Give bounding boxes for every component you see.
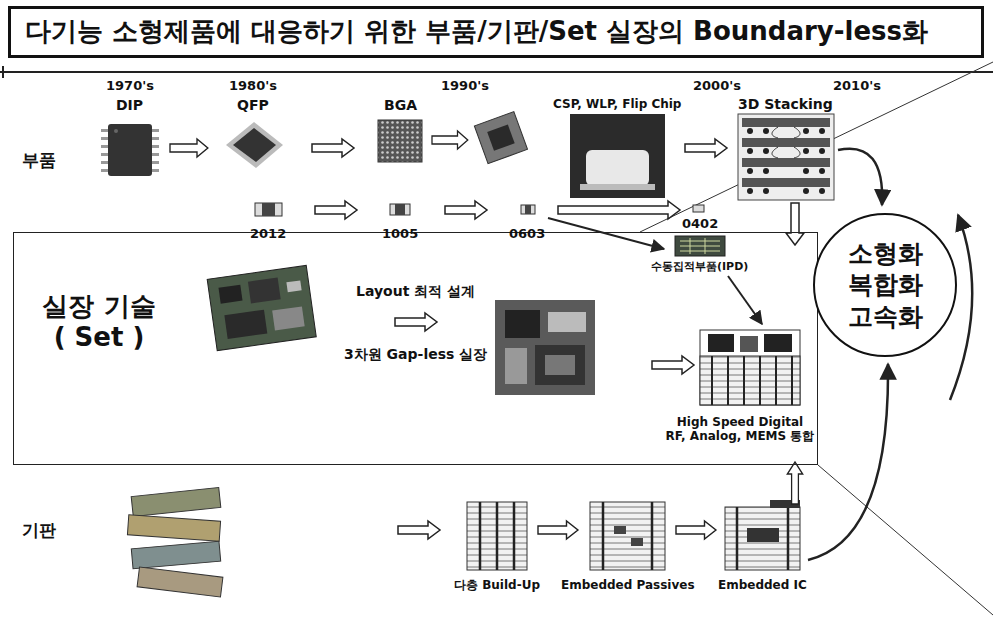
- step-label: Layout 최적 설계: [356, 283, 475, 300]
- package-label: DIP: [116, 97, 143, 114]
- ipd-label: 수동집적부품(IPD): [651, 260, 748, 273]
- year-label: 1980's: [229, 78, 277, 94]
- package-label: CSP, WLP, Flip Chip: [553, 97, 681, 111]
- substrate-label: 다층 Build-Up: [454, 578, 540, 592]
- panel-heading: 실장 기술 ( Set ): [34, 291, 164, 353]
- package-label: QFP: [237, 97, 269, 114]
- package-label: 3D Stacking: [738, 96, 833, 113]
- size-label: 0603: [509, 226, 545, 242]
- goal-circle: 소형화 복합화 고속화: [813, 213, 957, 357]
- goal-text: 소형화 복합화 고속화: [835, 238, 935, 332]
- size-label: 0402: [682, 216, 718, 232]
- size-label: 2012: [250, 226, 286, 242]
- row-label: 부품: [22, 150, 56, 170]
- row-label: 기판: [22, 520, 56, 540]
- title-box: 다기능 소형제품에 대응하기 위한 부품/기판/Set 실장의 Boundary…: [8, 6, 984, 58]
- integration-label: High Speed Digital RF, Analog, MEMS 통합: [665, 415, 815, 444]
- year-label: 1970's: [106, 78, 154, 94]
- title-text: 다기능 소형제품에 대응하기 위한 부품/기판/Set 실장의 Boundary…: [25, 16, 928, 47]
- step-label: 3차원 Gap-less 실장: [344, 346, 487, 363]
- package-label: BGA: [384, 97, 417, 114]
- substrate-label: Embedded IC: [718, 578, 807, 592]
- year-label: 2010's: [833, 78, 881, 94]
- size-label: 1005: [382, 226, 418, 242]
- substrate-label: Embedded Passives: [561, 578, 695, 592]
- year-label: 2000's: [693, 78, 741, 94]
- year-label: 1990's: [441, 78, 489, 94]
